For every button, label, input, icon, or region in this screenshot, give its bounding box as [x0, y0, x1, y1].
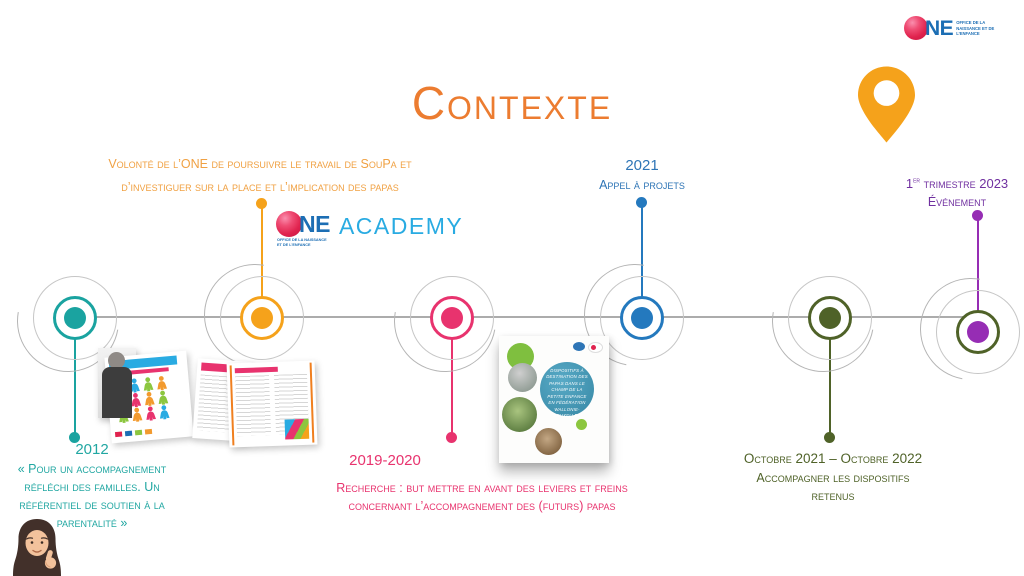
node-dot	[64, 307, 86, 329]
node-outer-ring	[410, 276, 494, 360]
connector-dot-2012	[69, 432, 80, 443]
document-cover-thumbnail	[104, 350, 194, 444]
cover-photo-circle	[535, 428, 562, 455]
one-logo: NE Office de la naissance et de l’enfanc…	[904, 16, 1000, 40]
connector-dot-2023	[972, 210, 983, 221]
cover-footer-logos	[114, 426, 189, 438]
milestone-description: Événement	[927, 195, 987, 210]
milestone-year: 2012	[75, 441, 109, 458]
node-dot	[631, 307, 653, 329]
paper-doll-people-icon	[116, 376, 170, 423]
connector-one-academy	[261, 206, 263, 318]
memoji-thumbs-up-icon	[12, 517, 62, 576]
milestone-year-superscript: er	[913, 175, 921, 185]
page-text-lines	[235, 375, 271, 437]
node-outer-ring	[600, 276, 684, 360]
milestone-description: Appel à projets	[599, 177, 685, 192]
cover-partner-logo	[573, 342, 585, 351]
node-outer-ring	[788, 276, 872, 360]
connector-dot-oct2021	[824, 432, 835, 443]
academy-wordmark: Academy	[338, 213, 464, 239]
connector-oct2021	[829, 318, 831, 437]
cover-one-logo	[588, 342, 603, 353]
milestone-description: Accompagner les dispositifs retenus	[756, 470, 910, 504]
node-dot	[251, 307, 273, 329]
node-ring	[53, 296, 97, 340]
page-heading-band	[234, 366, 279, 374]
timeline-axis	[75, 316, 978, 318]
connector-2012	[74, 318, 76, 437]
milestone-year: 1	[905, 176, 914, 191]
connector-2023	[977, 218, 979, 332]
connector-dot-2021	[636, 197, 647, 208]
milestone-description-2019-2020: Recherche : but mettre en avant des levi…	[336, 481, 628, 514]
milestone-2021: 2021 Appel à projets	[567, 156, 717, 194]
label-one-academy-description: Volonté de l’ONE de poursuivre le travai…	[108, 157, 412, 195]
milestone-2023: 1er trimestre 2023 Événement	[890, 175, 1024, 211]
page-illustration	[284, 418, 310, 440]
node-outer-ring	[33, 276, 117, 360]
milestone-year-rest: trimestre 2023	[920, 176, 1009, 191]
milestone-year: 2021	[625, 157, 659, 174]
page-spine	[229, 365, 235, 446]
node-outer-ring	[936, 290, 1020, 374]
one-logo-ball-icon	[276, 211, 302, 237]
one-logo-tagline: Office de la naissance et de l’enfance	[956, 20, 995, 37]
milestone-2012: 2012 « Pour un accompagnement réfléchi d…	[2, 440, 182, 532]
node-dot	[441, 307, 463, 329]
one-logo-letters: NE	[925, 17, 954, 40]
node-outer-ring	[220, 276, 304, 360]
milestone-oct2021: Octobre 2021 – Octobre 2022 Accompagner …	[728, 450, 938, 505]
one-academy-logo: NE Office de la naissance et de l’enfanc…	[276, 211, 464, 247]
milestone-year: Octobre 2021 – Octobre 2022	[743, 451, 923, 466]
research-report-cover-thumbnail: Dispositifs à destination des papas dans…	[499, 336, 609, 463]
connector-2021	[641, 205, 643, 318]
cover-photo-circle	[502, 397, 537, 432]
cover-photo-circle	[508, 363, 537, 392]
page-title: Contexte	[411, 77, 613, 129]
milestone-description: « Pour un accompagnement réfléchi des fa…	[17, 461, 167, 530]
milestone-year-2019-2020: 2019-2020	[349, 452, 421, 469]
document-spread-thumbnail	[226, 360, 318, 448]
map-pin-icon	[858, 66, 915, 148]
one-logo-ball-icon	[904, 16, 928, 40]
referential-documents-thumbnail	[98, 348, 328, 450]
node-dot	[819, 307, 841, 329]
connector-2019-2020	[451, 318, 453, 437]
node-dot	[967, 321, 989, 343]
cover-green-dot	[576, 419, 587, 430]
one-logo-tagline: Office de la naissance et de l’enfance	[277, 238, 327, 247]
cover-title-circle: Dispositifs à destination des papas dans…	[540, 362, 594, 418]
connector-dot-2019-2020	[446, 432, 457, 443]
page-spine	[309, 362, 315, 443]
connector-dot-one-academy	[256, 198, 267, 209]
one-logo-letters: NE	[299, 211, 330, 237]
